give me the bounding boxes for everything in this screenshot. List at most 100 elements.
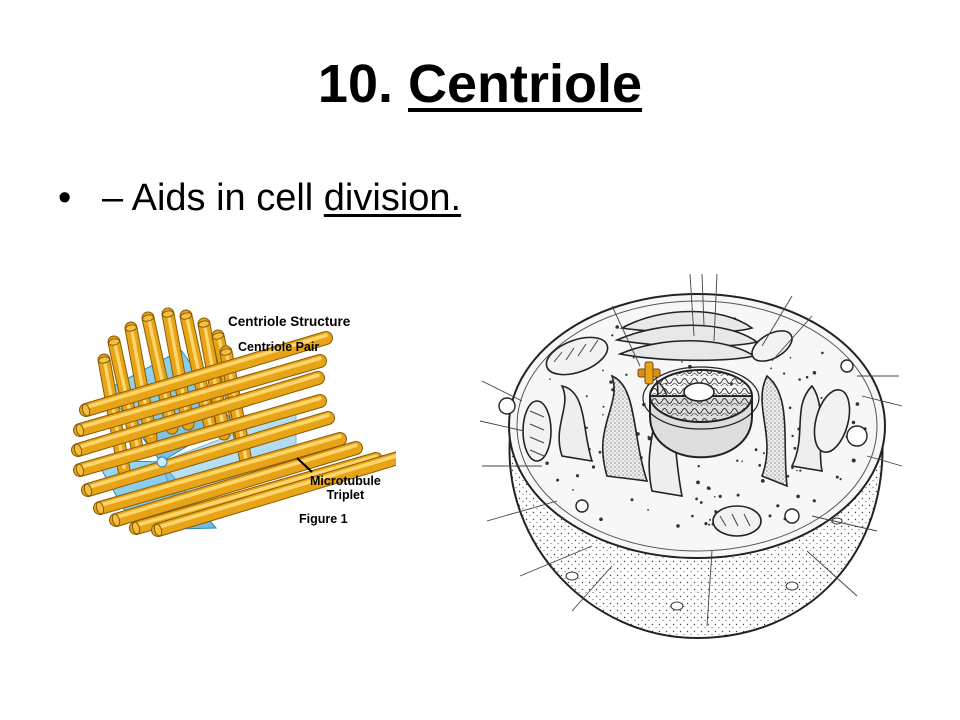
cytoplasm-granule: [676, 524, 680, 528]
cytoplasm-granule: [851, 420, 856, 425]
mitochondria: [522, 330, 851, 537]
cytoplasm-granule: [805, 375, 809, 379]
nucleolus: [683, 382, 715, 402]
cytoplasm-granule: [696, 480, 700, 485]
microtubule-triplet-label: Microtubule Triplet: [310, 474, 381, 503]
centriole-horizontal-tube: [73, 394, 327, 477]
centriole-horizontal-tube: [71, 371, 325, 457]
centriole-horizontal-tube: [151, 451, 405, 537]
cytoplasm-granule: [632, 356, 635, 359]
cytoplasm-granule: [556, 478, 560, 482]
cytoplasm-granule: [602, 369, 604, 372]
cytoplasm-granule: [704, 522, 708, 526]
cytoplasm-granule: [855, 402, 860, 406]
cytoplasm-granule: [598, 450, 602, 454]
centriole-horizontal-tube: [79, 331, 333, 417]
cytoplasm-granule: [549, 378, 551, 380]
cytoplasm-granule: [714, 496, 716, 498]
cytoplasm-granule: [741, 460, 743, 463]
cytoplasm-granule: [788, 406, 792, 410]
membrane-inner-edge: [516, 300, 878, 552]
cytoplasm-granule: [786, 475, 790, 478]
cytoplasm-granule: [783, 372, 786, 375]
centriole-structure-figure: Centriole Structure Centriole Pair Micro…: [66, 290, 405, 550]
centriole-horizontal-tube: [81, 411, 335, 497]
cytoplasm-granule: [799, 469, 802, 472]
cytoplasm-granule: [615, 325, 619, 329]
cytoplasm-granule: [791, 466, 794, 470]
cytoplasm-granule: [760, 479, 765, 483]
cytoplasm-granule: [789, 356, 792, 359]
cytoplasm-granule: [697, 465, 700, 468]
cytoplasm-granule: [575, 474, 580, 478]
animal-cell-illustration: [479, 273, 903, 640]
cytoplasm-granule: [762, 452, 765, 455]
cytoplasm-granule: [572, 489, 574, 491]
slide-title: 10. Centriole: [0, 52, 960, 117]
centriole-illustration: [71, 307, 405, 537]
cytoplasm-granule: [647, 436, 652, 441]
figure-caption: Figure 1: [299, 512, 348, 526]
centriole-hub: [156, 456, 168, 468]
cytoplasm-granule: [768, 514, 772, 518]
centriole-structure-heading: Centriole Structure: [228, 314, 351, 329]
cytoplasm-granule: [591, 465, 596, 469]
cytoplasm-granule: [770, 367, 772, 370]
cytoplasm-granule: [709, 518, 711, 521]
bullet-underlined-text: division.: [323, 177, 462, 219]
cytoplasm-granule: [630, 498, 634, 502]
cytoplasm-granule: [545, 461, 549, 465]
cytoplasm-granule: [736, 493, 740, 497]
cytoplasm-granule: [839, 478, 842, 481]
bullet-marker: •: [58, 177, 72, 219]
cytoplasm-granule: [821, 351, 824, 355]
cytoplasm-granule: [851, 458, 856, 463]
centriole-pair-label: Centriole Pair: [238, 340, 320, 354]
cytoplasm-granule: [691, 514, 694, 518]
cytoplasm-granule: [585, 426, 588, 429]
cytoplasm-granule: [625, 373, 628, 376]
cytoplasm-granule: [647, 509, 649, 511]
cytoplasm-granule: [835, 475, 839, 479]
cytoplasm-granule: [798, 378, 801, 381]
centriole-horizontal-tube: [93, 432, 347, 515]
triplet-label-line1: Microtubule: [310, 474, 381, 488]
cytoplasm-granule: [699, 501, 703, 504]
title-number: 10.: [317, 54, 393, 114]
bullet-item: •– Aids in cell division.: [58, 176, 461, 222]
centriole-horizontal-tube: [73, 354, 327, 437]
ribosome-texture: [602, 376, 787, 486]
vesicles: [498, 359, 868, 524]
surface-pits: [565, 517, 843, 611]
triplet-pointer-line: [296, 457, 313, 473]
label-leader-lines: [479, 273, 903, 627]
cytoplasm-granule: [602, 405, 605, 408]
centrosome-highlight: [637, 361, 661, 385]
triplet-label-line2: Triplet: [326, 488, 365, 503]
animal-cell-figure: [462, 266, 922, 646]
title-term: Centriole: [408, 54, 643, 114]
cytoplasm-granule: [681, 361, 683, 363]
cytoplasm-granule: [796, 494, 800, 499]
cytoplasm-granule: [695, 497, 698, 501]
cytoplasm-granule: [609, 380, 613, 384]
cytoplasm-granule: [796, 469, 798, 472]
centriole-horizontal-tube: [109, 441, 363, 527]
golgi-apparatus: [614, 310, 759, 362]
cytoplasm-granule: [791, 434, 794, 438]
cytoplasm-granule: [736, 459, 739, 462]
mitochondria-cristae: [529, 339, 751, 527]
cytoplasm-granule: [776, 504, 780, 508]
cytoplasm-granule: [718, 494, 722, 498]
cytoplasm-granule: [585, 395, 588, 398]
cytoplasm-granule: [599, 517, 603, 522]
cytoplasm-granule: [812, 371, 817, 375]
cytoplasm-granule: [708, 523, 711, 526]
cytoplasm-granule: [812, 499, 816, 503]
cytoplasm-granule: [793, 446, 797, 450]
cytoplasm-granule: [602, 414, 604, 416]
nucleus: [642, 366, 760, 459]
cytoplasm-granule: [758, 464, 762, 467]
cytoplasm-granule: [820, 397, 823, 399]
cytoplasm-granule: [708, 487, 711, 490]
